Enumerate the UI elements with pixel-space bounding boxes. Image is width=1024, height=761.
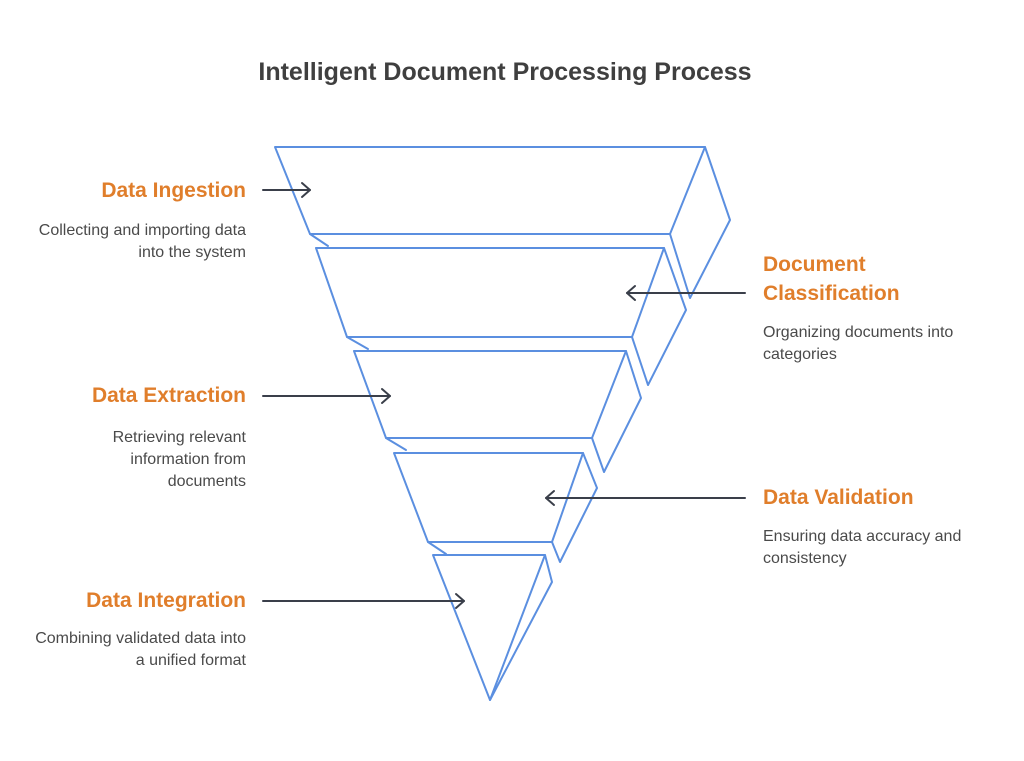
funnel-layer-side [631,247,687,386]
page-title: Intelligent Document Processing Process [258,58,752,86]
funnel-layer-data-validation [393,452,598,563]
arrow-data-validation [545,490,746,506]
stage-description-data-ingestion: Collecting and importing data into the s… [38,222,246,261]
arrow-data-integration [262,593,465,609]
funnel-layer-bottom [427,541,447,555]
funnel-layer-front [315,247,665,338]
funnel-layer-bottom [385,437,407,451]
stage-title-data-integration: Data Integration [86,589,246,612]
funnel-layer-document-classification [315,247,687,386]
arrow-data-ingestion [262,182,311,198]
stage-title-data-extraction: Data Extraction [91,384,246,407]
funnel-layer-front [274,146,706,235]
arrow-data-extraction [262,388,391,404]
funnel-layer-side [591,350,642,473]
funnel-layer-side [489,554,553,701]
funnel-layer-side [551,452,598,563]
stage-title-data-ingestion: Data Ingestion [101,179,246,202]
funnel-layer-data-extraction [353,350,642,473]
stage-title-document-classification: Document Classification [763,253,900,305]
funnel-layer-side [669,146,731,299]
funnel-layer-bottom [346,336,369,350]
funnel-layer-front [353,350,627,439]
arrow-document-classification [626,285,746,301]
funnel-layer-data-integration [432,554,553,701]
stage-description-data-validation: Ensuring data accuracy and consistency [763,528,962,567]
stage-title-data-validation: Data Validation [763,486,914,509]
funnel-layer-front [432,554,546,701]
stage-description-data-extraction: Retrieving relevant information from doc… [112,429,246,490]
funnel-layer-bottom [309,233,329,247]
funnel-layer-data-ingestion [274,146,731,299]
stage-description-data-integration: Combining validated data into a unified … [35,630,246,669]
stage-description-document-classification: Organizing documents into categories [763,324,954,363]
